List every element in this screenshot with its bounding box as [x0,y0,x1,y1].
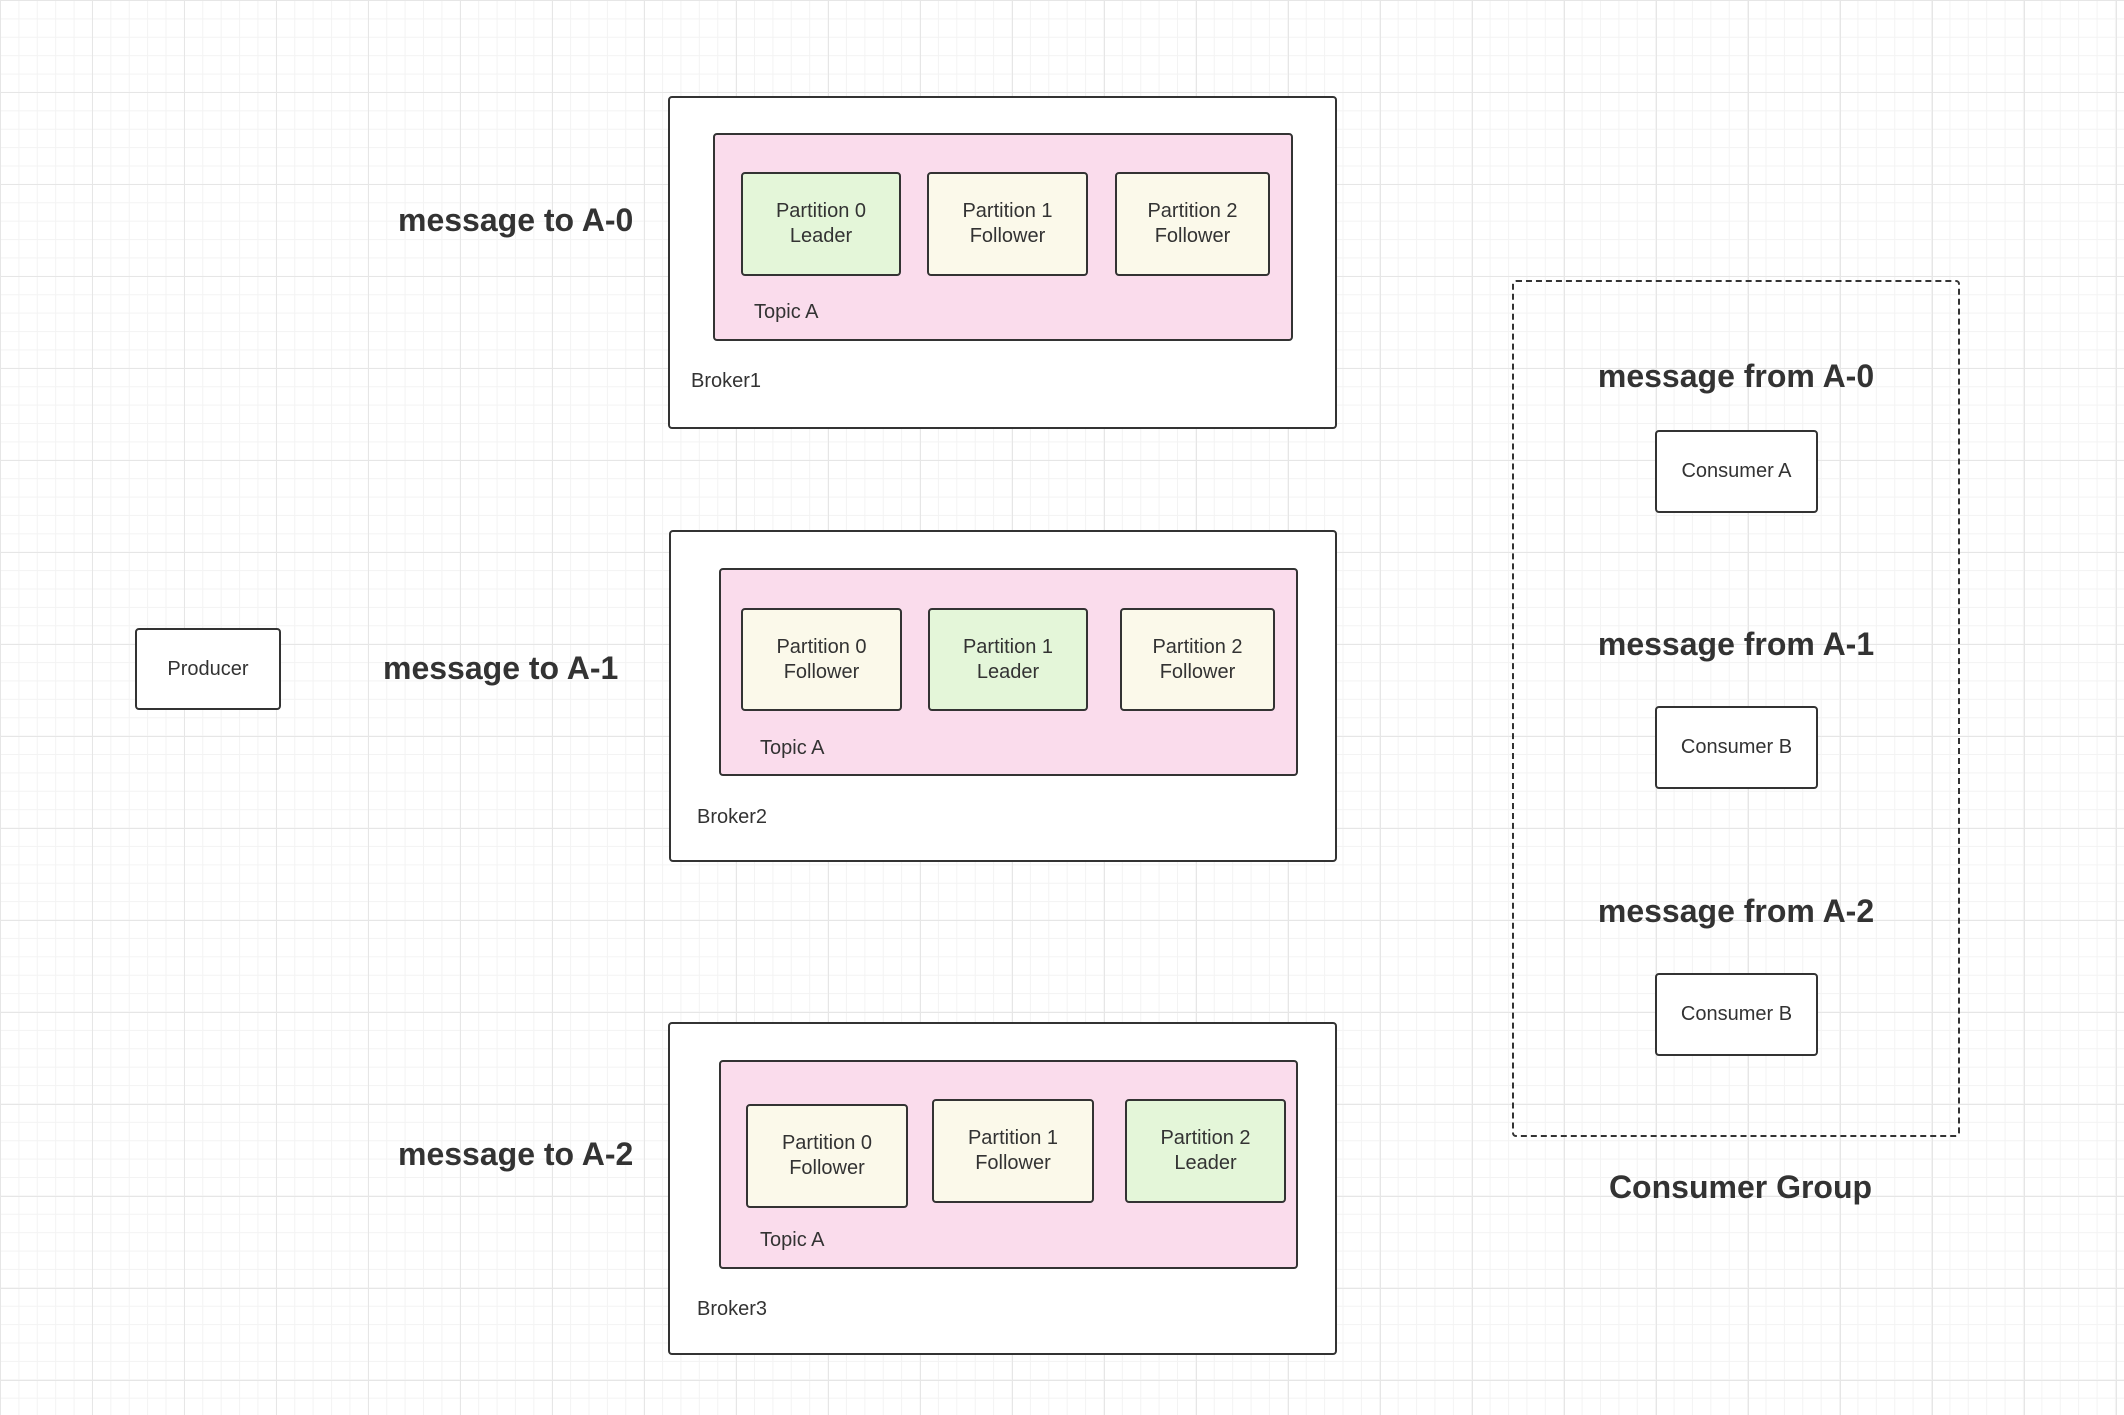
message-to-a0-label: message to A-0 [398,202,634,238]
consumer-b-node-1[interactable]: Consumer B [1655,706,1818,789]
message-to-a1-label: message to A-1 [383,650,619,686]
consumer-a-node[interactable]: Consumer A [1655,430,1818,513]
broker1-label: Broker1 [691,370,762,392]
partition-role: Follower [789,1157,865,1179]
partition-name: Partition 0 [781,1132,873,1154]
broker3-partition-1[interactable]: Partition 1 Follower [932,1099,1094,1203]
partition-role: Leader [1174,1152,1237,1174]
broker2-topic-label: Topic A [760,737,825,759]
partition-role: Leader [789,225,853,247]
partition-name: Partition 2 [1147,200,1238,222]
consumer-label: Consumer B [1680,1003,1793,1025]
partition-role: Leader [976,660,1040,683]
consumer-label: Consumer A [1681,460,1792,482]
broker1-partition-0[interactable]: Partition 0 Leader [741,172,901,276]
message-from-a0-label: message from A-0 [1597,358,1875,394]
message-from-a1-label: message from A-1 [1597,626,1875,662]
broker2-partition-1[interactable]: Partition 1 Leader [928,608,1088,711]
message-to-a2-label: message to A-2 [398,1136,634,1172]
partition-name: Partition 0 [775,200,867,222]
broker1-topic-label: Topic A [754,301,819,323]
broker1-partition-2[interactable]: Partition 2 Follower [1115,172,1270,276]
partition-name: Partition 2 [1160,1127,1251,1149]
message-from-a2-label: message from A-2 [1597,893,1875,929]
partition-role: Follower [975,1152,1051,1174]
partition-name: Partition 1 [962,635,1054,658]
partition-name: Partition 2 [1152,635,1243,658]
partition-role: Follower [783,660,860,683]
partition-name: Partition 0 [776,635,867,658]
consumer-group-label: Consumer Group [1608,1169,1873,1205]
partition-name: Partition 1 [967,1127,1059,1149]
partition-role: Follower [1154,225,1231,247]
broker1-partition-1[interactable]: Partition 1 Follower [927,172,1088,276]
broker3-label: Broker3 [697,1298,768,1320]
broker2-partition-0[interactable]: Partition 0 Follower [741,608,902,711]
broker2-partition-2[interactable]: Partition 2 Follower [1120,608,1275,711]
consumer-label: Consumer B [1680,736,1793,758]
broker3-partition-0[interactable]: Partition 0 Follower [746,1104,908,1208]
broker2-label: Broker2 [697,806,768,828]
partition-role: Follower [969,225,1046,247]
broker3-topic-label: Topic A [760,1229,825,1251]
broker3-partition-2[interactable]: Partition 2 Leader [1125,1099,1286,1203]
consumer-group-box[interactable] [1512,280,1960,1137]
partition-name: Partition 1 [962,200,1053,222]
consumer-b-node-2[interactable]: Consumer B [1655,973,1818,1056]
producer-node[interactable]: Producer [135,628,281,710]
producer-label: Producer [167,657,249,680]
partition-role: Follower [1159,660,1236,683]
